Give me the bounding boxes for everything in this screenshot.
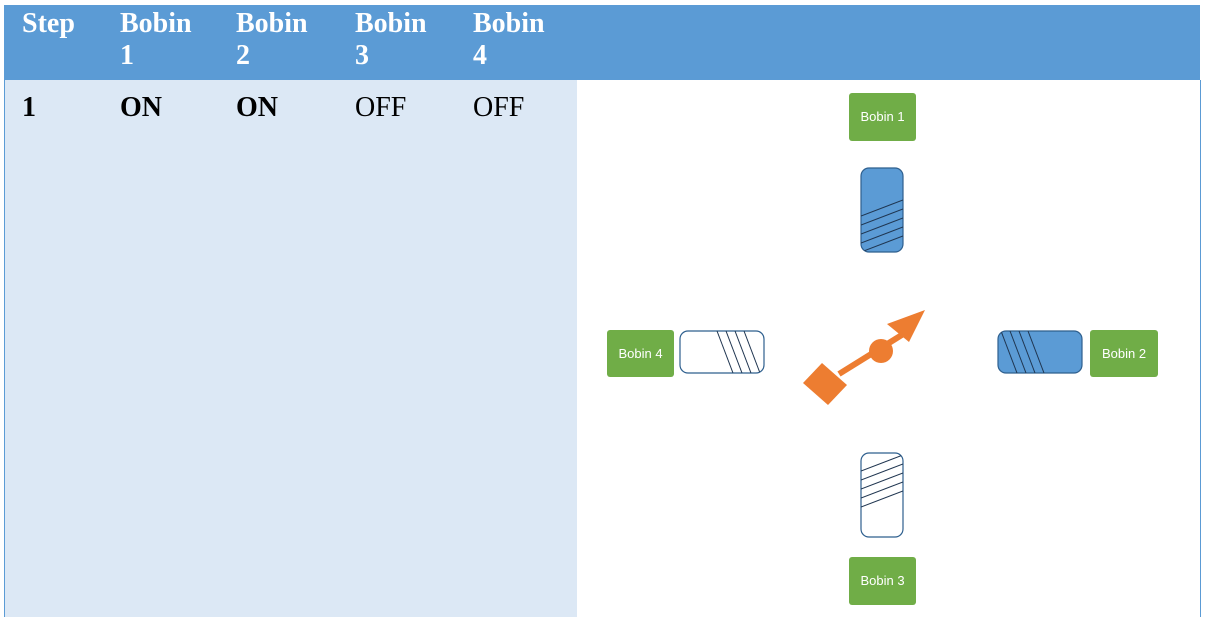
cell-bobin-2: ON bbox=[236, 92, 278, 123]
rotor-tail bbox=[803, 363, 847, 405]
cell-bobin-1: ON bbox=[120, 92, 162, 123]
bobin-1-label: Bobin 1 bbox=[849, 93, 916, 141]
svg-text:Bobin 3: Bobin 3 bbox=[860, 573, 904, 588]
step-panel bbox=[5, 80, 577, 617]
coil-3 bbox=[860, 452, 904, 538]
header-bobin-4: Bobin 4 bbox=[473, 8, 545, 71]
header-bobin-1: Bobin 1 bbox=[120, 8, 192, 71]
bobin-3-label: Bobin 3 bbox=[849, 557, 916, 605]
rotor-arrow-head bbox=[887, 310, 925, 342]
svg-text:Bobin 1: Bobin 1 bbox=[860, 109, 904, 124]
coil-2 bbox=[997, 330, 1083, 374]
table-header bbox=[5, 5, 1200, 80]
bobin-2-label: Bobin 2 bbox=[1090, 330, 1158, 377]
left-border bbox=[4, 5, 5, 617]
rotor-hub bbox=[869, 339, 893, 363]
header-bobin-3: Bobin 3 bbox=[355, 8, 427, 71]
bobin-4-label: Bobin 4 bbox=[607, 330, 674, 377]
cell-bobin-3: OFF bbox=[355, 92, 407, 123]
cell-bobin-4: OFF bbox=[473, 92, 525, 123]
coil-1 bbox=[860, 167, 904, 253]
header-bobin-2: Bobin 2 bbox=[236, 8, 308, 71]
svg-text:Bobin 4: Bobin 4 bbox=[618, 346, 662, 361]
rotor bbox=[803, 310, 925, 405]
right-border bbox=[1200, 80, 1201, 617]
coil-4 bbox=[679, 330, 765, 374]
svg-text:Bobin 2: Bobin 2 bbox=[1102, 346, 1146, 361]
cell-step: 1 bbox=[22, 92, 36, 123]
header-step: Step bbox=[22, 8, 75, 39]
stepper-diagram: Bobin 1 Bobin 2 Bobin 3 Bobin 4 bbox=[577, 80, 1200, 617]
